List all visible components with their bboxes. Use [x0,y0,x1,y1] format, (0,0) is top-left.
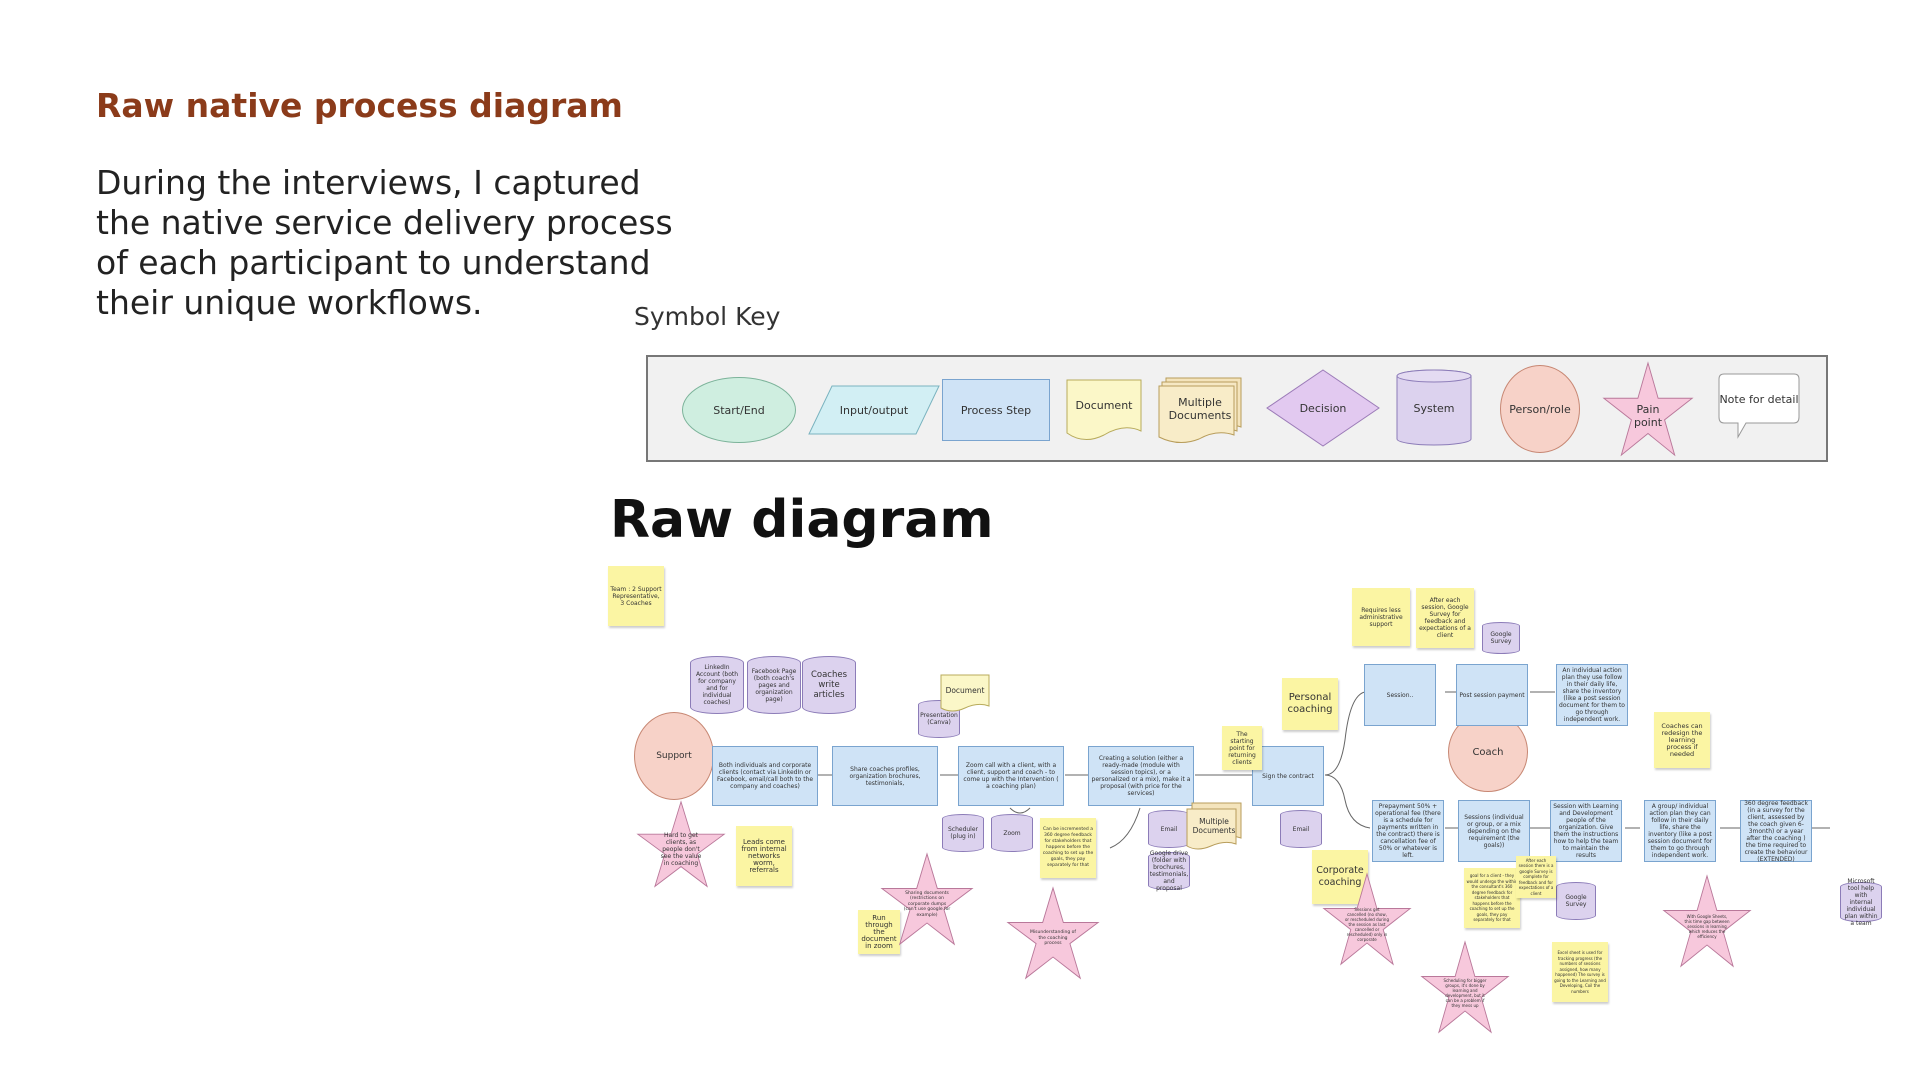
note-goal-for-client: goal for a client - they would undergo t… [1464,868,1520,928]
system-email-1: Email [1148,810,1190,848]
pain-hard-to-get-label: Hard to get clients, as people don't see… [660,832,702,867]
key-pain-point: Pain point [1602,361,1694,459]
system-zoom: Zoom [991,814,1033,852]
connector [1324,774,1371,829]
doc-multiple-documents: Multiple Documents [1186,802,1242,850]
step-360-feedback: 360 degree feedback (in a survey for the… [1740,800,1812,863]
system-google-survey-2: Google Survey [1556,882,1596,920]
system-scheduler: Scheduler (plug in) [942,814,984,852]
pain-sharing-docs: Sharing documents (restrictions on corpo… [880,852,974,948]
key-process-step: Process Step [942,379,1050,441]
symbol-key-title: Symbol Key [634,302,781,331]
key-input-output: Input/output [808,385,940,435]
note-starting-point: The starting point for returning clients [1222,726,1262,770]
doc-multiple-documents-label: Multiple Documents [1192,817,1236,835]
pain-scheduling-label: Scheduling for bigger groups, it's done … [1443,977,1487,1008]
raw-diagram-title: Raw diagram [610,490,994,550]
symbol-key-panel: Start/End Input/output Process Step Docu… [646,355,1828,462]
key-note: Note for detail [1718,373,1800,445]
key-input-output-label: Input/output [839,403,909,417]
pain-scheduling: Scheduling for bigger groups, it's done … [1420,940,1510,1036]
system-linkedin: LinkedIn Account (both for company and f… [690,656,744,714]
step-action-plan: An individual action plan they use follo… [1556,664,1628,726]
doc-document-label: Document [945,685,985,695]
system-facebook: Facebook Page (both coach's pages and or… [747,656,801,714]
note-can-be-360: Can be incremented a 360 degree feedback… [1040,818,1096,878]
step-prepayment: Prepayment 50% + operational fee (there … [1372,800,1444,862]
pain-misunderstanding: Misunderstanding of the coaching process [1006,886,1100,982]
connector [1324,691,1366,776]
key-document: Document [1066,379,1142,443]
key-system-label: System [1413,401,1455,415]
system-google-drive: Google drive (folder with brochures, tes… [1148,850,1190,892]
pain-sharing-docs-label: Sharing documents (restrictions on corpo… [903,890,951,918]
step-post-session-payment: Post session payment [1456,664,1528,726]
key-multiple-documents-label: Multiple Documents [1168,396,1232,422]
note-run-through: Run through the document in zoom [858,910,900,954]
step-group-plan: A group/ individual action plan they can… [1644,800,1716,862]
intro-paragraph: During the interviews, I captured the na… [96,163,673,322]
person-support: Support [634,712,714,800]
key-system: System [1396,369,1472,447]
connector [1009,807,1031,814]
doc-document: Document [940,674,990,714]
system-google-survey-1: Google Survey [1482,622,1520,654]
key-note-label: Note for detail [1719,392,1799,406]
step-create-solution: Creating a solution (either a ready-made… [1088,746,1194,806]
step-session: Session.. [1364,664,1436,726]
system-microsoft: Microsoft tool help with internal indivi… [1840,878,1882,927]
key-multiple-documents: Multiple Documents [1158,377,1242,445]
key-start-end-label: Start/End [713,403,765,417]
pain-misunderstanding-label: Misunderstanding of the coaching process [1030,930,1076,947]
step-session-learning: Session with Learning and Development pe… [1550,800,1622,862]
key-document-label: Document [1075,398,1133,412]
pain-with-google: With Google Sheets, this time gap betwee… [1662,874,1752,970]
step-zoom-call: Zoom call with a client, with a client, … [958,746,1064,806]
step-contact: Both individuals and corporate clients (… [712,746,818,806]
key-process-step-label: Process Step [960,403,1032,417]
note-leads: Leads come from internal networks worm, … [736,826,792,886]
team-note: Team : 2 Support Representative, 3 Coach… [608,566,664,626]
page-heading: Raw native process diagram [96,86,623,125]
key-pain-point-label: Pain point [1633,403,1663,429]
note-corporate-coaching: Corporate coaching [1312,850,1368,904]
key-decision-label: Decision [1299,401,1347,415]
step-share-profiles: Share coaches profiles, organization bro… [832,746,938,806]
pain-hard-to-get: Hard to get clients, as people don't see… [636,800,726,890]
note-after-session-small: After each session there is a google Sur… [1516,856,1556,898]
note-excel-sheet: Excel sheet is used for tracking progres… [1552,942,1608,1002]
key-person-role: Person/role [1500,365,1580,453]
key-decision: Decision [1266,369,1380,447]
note-after-session: After each session, Google Survey for fe… [1416,588,1474,648]
pain-sessions-cancelled-label: Sessions get cancelled (no show, or resc… [1344,907,1390,942]
pain-with-google-label: With Google Sheets, this time gap betwee… [1684,914,1730,939]
system-email-2: Email [1280,810,1322,848]
note-requires-less: Requires less administrative support [1352,588,1410,646]
key-start-end: Start/End [682,377,796,443]
step-sessions-mix: Sessions (individual or group, or a mix … [1458,800,1530,862]
note-personal-coaching: Personal coaching [1282,678,1338,730]
connector [1109,807,1141,849]
step-sign-contract: Sign the contract [1252,746,1324,806]
note-coaches-redesign: Coaches can redesign the learning proces… [1654,712,1710,768]
pain-sessions-cancelled: Sessions get cancelled (no show, or resc… [1322,872,1412,968]
system-coaches-articles: Coaches write articles [802,656,856,714]
key-person-role-label: Person/role [1509,402,1571,416]
